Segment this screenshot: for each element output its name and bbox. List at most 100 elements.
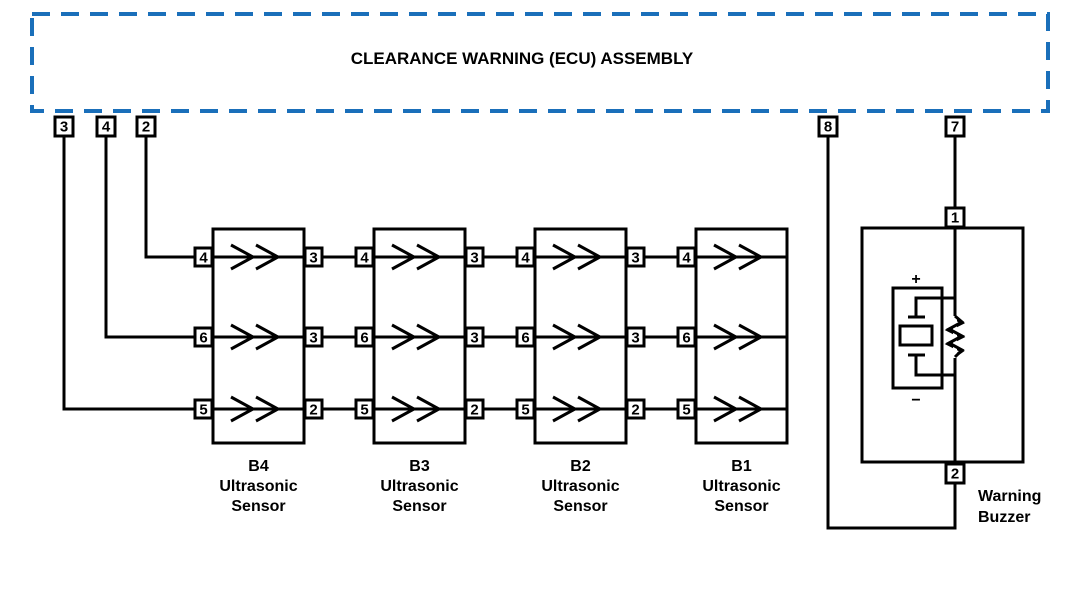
sensor-name-line2: Sensor xyxy=(553,498,607,515)
sensor-input-pin: 5 xyxy=(193,398,214,420)
svg-text:1: 1 xyxy=(951,210,959,227)
sensor-id-label: B2 xyxy=(570,458,591,475)
svg-text:2: 2 xyxy=(142,119,150,136)
double-chevron-icon xyxy=(230,243,282,271)
sensor-input-pin: 5 xyxy=(676,398,697,420)
sensor-name-line2: Sensor xyxy=(714,498,768,515)
double-chevron-icon xyxy=(230,395,282,423)
svg-text:4: 4 xyxy=(360,250,369,267)
piezo-element-icon xyxy=(891,286,955,390)
double-chevron-icon xyxy=(391,323,443,351)
wire-buzzer-pin2-to-ecu8 xyxy=(826,136,957,530)
sensor-name-line1: Ultrasonic xyxy=(702,478,780,495)
wire-ecu4-to-b4-pin6 xyxy=(104,136,196,339)
svg-text:3: 3 xyxy=(60,119,68,136)
svg-text:2: 2 xyxy=(631,402,639,419)
sensor-input-pin: 4 xyxy=(676,246,697,268)
svg-text:2: 2 xyxy=(951,466,959,483)
sensor-output-pin: 3 xyxy=(464,246,485,268)
sensor-output-pin: 2 xyxy=(625,398,646,420)
sensor-id-label: B3 xyxy=(409,458,430,475)
sensor-input-pin: 5 xyxy=(354,398,375,420)
ecu-sensor-wires xyxy=(62,136,196,411)
svg-text:6: 6 xyxy=(360,330,368,347)
double-chevron-icon xyxy=(391,395,443,423)
svg-text:3: 3 xyxy=(631,250,639,267)
svg-text:4: 4 xyxy=(682,250,691,267)
sensor-output-pin: 3 xyxy=(625,246,646,268)
ecu-pin-7: 7 xyxy=(944,115,966,138)
sensor-input-pin: 6 xyxy=(515,326,536,348)
svg-text:6: 6 xyxy=(199,330,207,347)
buzzer-pin-1: 1 xyxy=(944,206,966,229)
svg-text:4: 4 xyxy=(521,250,530,267)
sensor-output-pin: 3 xyxy=(303,326,324,348)
double-chevron-icon xyxy=(713,323,765,351)
piezo-plus-sign: + xyxy=(911,271,920,288)
wire-ecu3-to-b4-pin5 xyxy=(62,136,196,411)
ecu-dashed-border xyxy=(30,12,1050,113)
double-chevron-icon xyxy=(230,323,282,351)
piezo-minus-sign: − xyxy=(911,392,920,409)
buzzer-label-line2: Buzzer xyxy=(978,509,1030,526)
ecu-pin-4: 4 xyxy=(95,115,117,138)
sensor-name-line1: Ultrasonic xyxy=(219,478,297,495)
svg-text:2: 2 xyxy=(309,402,317,419)
sensor-input-pin: 4 xyxy=(193,246,214,268)
wire-ecu2-to-b4-pin4 xyxy=(144,136,196,259)
svg-text:7: 7 xyxy=(951,119,959,136)
double-chevron-icon xyxy=(713,395,765,423)
svg-text:6: 6 xyxy=(682,330,690,347)
svg-text:3: 3 xyxy=(309,250,317,267)
sensor-output-pin: 3 xyxy=(464,326,485,348)
svg-text:6: 6 xyxy=(521,330,529,347)
warning-buzzer: + − 1 2 Warning Buzzer xyxy=(826,136,1041,530)
svg-text:8: 8 xyxy=(824,119,832,136)
svg-text:5: 5 xyxy=(521,402,529,419)
svg-text:2: 2 xyxy=(470,402,478,419)
double-chevron-icon xyxy=(552,323,604,351)
sensor-name-line1: Ultrasonic xyxy=(380,478,458,495)
buzzer-pin-2: 2 xyxy=(944,462,966,485)
sensor-input-pin: 5 xyxy=(515,398,536,420)
resistor-icon xyxy=(944,314,966,359)
sensor-input-pin: 6 xyxy=(193,326,214,348)
svg-text:5: 5 xyxy=(682,402,690,419)
ecu-pin-2: 2 xyxy=(135,115,157,138)
sensor-name-line2: Sensor xyxy=(392,498,446,515)
sensor-name-line1: Ultrasonic xyxy=(541,478,619,495)
svg-text:3: 3 xyxy=(470,250,478,267)
double-chevron-icon xyxy=(552,243,604,271)
double-chevron-icon xyxy=(391,243,443,271)
sensor-input-pin: 4 xyxy=(515,246,536,268)
buzzer-box xyxy=(860,226,1025,464)
sensor-output-pin: 3 xyxy=(625,326,646,348)
svg-text:3: 3 xyxy=(309,330,317,347)
sensor-output-pin: 2 xyxy=(303,398,324,420)
buzzer-label-line1: Warning xyxy=(978,488,1041,505)
svg-text:4: 4 xyxy=(102,119,111,136)
sensor-output-pin: 2 xyxy=(464,398,485,420)
svg-text:3: 3 xyxy=(470,330,478,347)
ecu-title: CLEARANCE WARNING (ECU) ASSEMBLY xyxy=(351,49,694,68)
svg-text:3: 3 xyxy=(631,330,639,347)
svg-text:5: 5 xyxy=(199,402,207,419)
ecu-pin-8: 8 xyxy=(817,115,839,138)
sensor-id-label: B1 xyxy=(731,458,752,475)
sensor-name-line2: Sensor xyxy=(231,498,285,515)
svg-text:5: 5 xyxy=(360,402,368,419)
sensor-input-pin: 6 xyxy=(676,326,697,348)
ecu-assembly: CLEARANCE WARNING (ECU) ASSEMBLY xyxy=(30,12,1050,113)
sensor-input-pin: 4 xyxy=(354,246,375,268)
double-chevron-icon xyxy=(552,395,604,423)
sensor-output-pin: 3 xyxy=(303,246,324,268)
double-chevron-icon xyxy=(713,243,765,271)
svg-text:4: 4 xyxy=(199,250,208,267)
ecu-pin-3: 3 xyxy=(53,115,75,138)
